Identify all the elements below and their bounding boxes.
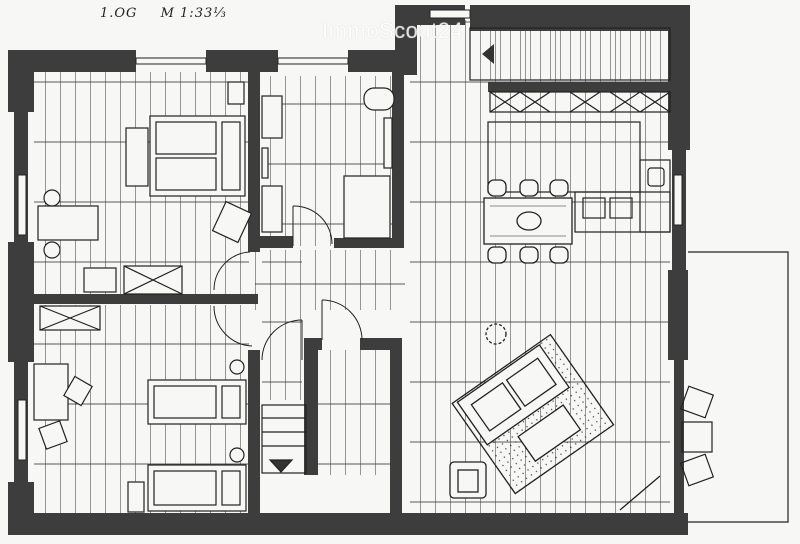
wall — [8, 242, 34, 362]
floor-title: 1.OG M 1:33⅓ — [100, 6, 227, 21]
dining-chair — [487, 179, 507, 197]
single-bed — [147, 464, 247, 512]
wall — [248, 236, 293, 248]
wall — [8, 513, 688, 535]
floor-label: 1.OG — [100, 6, 138, 21]
window — [277, 57, 349, 65]
dining-chair — [519, 179, 539, 197]
wall — [668, 20, 690, 150]
kitchen-cabinets — [487, 91, 671, 233]
watermark: ImmoScout24 — [322, 18, 464, 43]
scale-label: M 1:33⅓ — [160, 6, 227, 21]
sofa — [456, 343, 571, 446]
window — [673, 174, 683, 226]
dining-chair — [549, 179, 569, 197]
wall — [206, 50, 278, 72]
wall — [668, 270, 688, 360]
wall — [8, 50, 136, 72]
bedroom-2 — [33, 305, 247, 513]
toilet — [363, 87, 395, 111]
washbasin — [261, 95, 283, 139]
window — [429, 9, 471, 19]
window — [135, 57, 207, 65]
double-bed — [149, 115, 246, 197]
shower — [343, 175, 391, 239]
balcony-table — [681, 421, 713, 453]
rug — [451, 333, 615, 495]
desk — [37, 205, 99, 241]
windows — [17, 9, 683, 461]
balcony-chair — [679, 453, 715, 487]
wall — [34, 294, 258, 304]
bathroom — [261, 87, 395, 239]
living-area — [449, 323, 661, 511]
wall — [674, 360, 684, 520]
window — [17, 399, 27, 461]
wall — [248, 72, 260, 252]
wall — [392, 72, 404, 247]
dining-chair — [549, 246, 569, 264]
plant-icon — [485, 323, 507, 345]
dining-chair — [519, 246, 539, 264]
balcony-chair — [679, 385, 715, 419]
coffee-table — [517, 404, 582, 463]
dining-table — [483, 179, 573, 264]
dining-chair — [487, 246, 507, 264]
wall — [248, 350, 260, 515]
wall — [304, 340, 318, 475]
nightstand — [125, 127, 149, 187]
door-swings — [213, 205, 363, 361]
balcony — [679, 251, 789, 523]
wall — [8, 50, 34, 112]
stair-down — [261, 404, 307, 474]
window — [17, 174, 27, 236]
bedroom-1 — [37, 81, 253, 295]
wall — [304, 338, 322, 350]
wall — [390, 338, 402, 513]
armchair — [449, 461, 487, 499]
wall — [334, 238, 404, 248]
single-bed — [147, 379, 247, 425]
wall — [488, 82, 670, 92]
wall — [470, 5, 690, 31]
wall — [348, 50, 400, 72]
walls — [8, 5, 690, 535]
staircase-upper — [469, 27, 671, 81]
